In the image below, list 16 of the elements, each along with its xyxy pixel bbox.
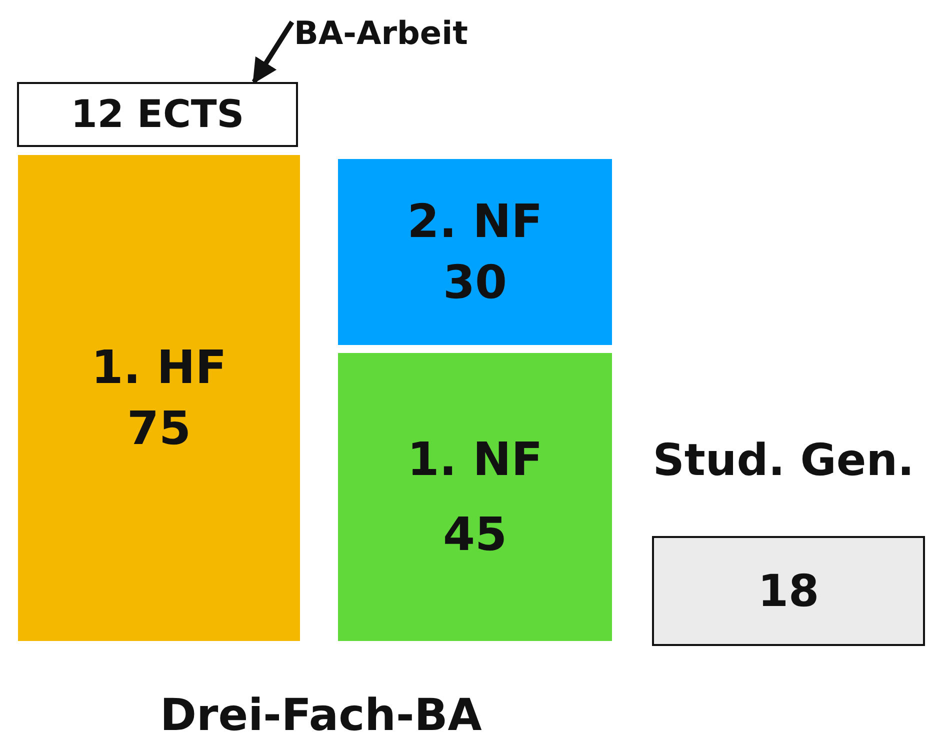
- block-label: 2. NF: [407, 195, 543, 248]
- block-label: 1. HF: [91, 341, 227, 394]
- subject-block: [338, 159, 612, 345]
- credit-value: 30: [442, 256, 507, 309]
- credit-box: [17, 82, 298, 147]
- subject-block: [18, 155, 300, 641]
- annotation-text: BA-Arbeit: [294, 14, 468, 52]
- credit-value: 75: [126, 402, 191, 455]
- block-label: 12 ECTS: [70, 92, 244, 136]
- diagram-title: Drei-Fach-BA: [160, 690, 482, 741]
- subject-block: [338, 353, 612, 641]
- heading-text: Stud. Gen.: [652, 436, 914, 487]
- credit-value: 45: [442, 508, 507, 561]
- arrow: [252, 20, 294, 84]
- block-label: 1. NF: [407, 433, 543, 486]
- credit-box: 18: [652, 536, 925, 646]
